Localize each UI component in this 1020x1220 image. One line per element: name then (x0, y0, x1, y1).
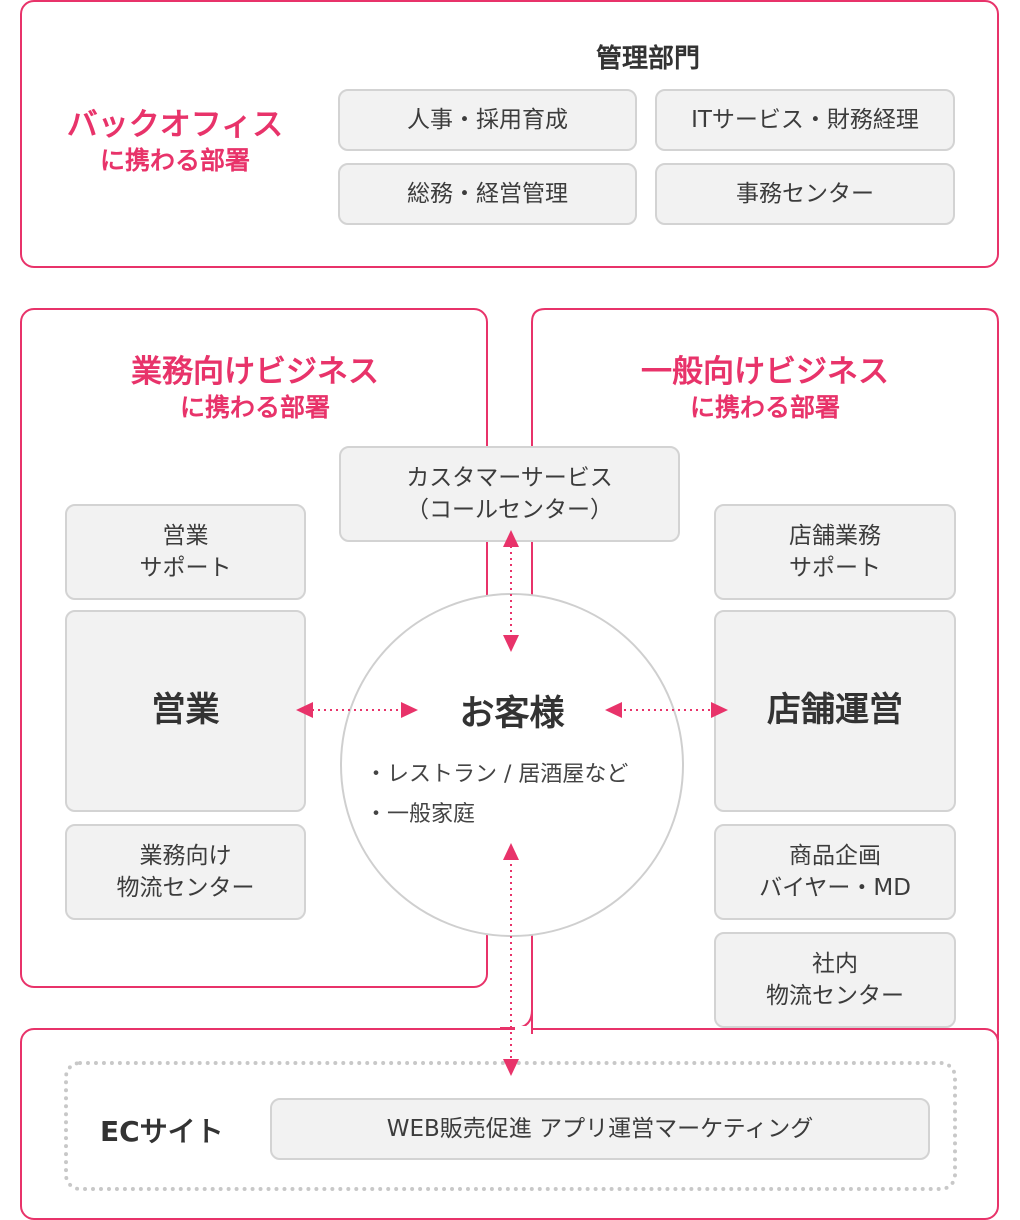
b2b-subtitle: に携わる部署 (179, 393, 330, 423)
frame-joint (515, 1026, 531, 1030)
dept-hr-box: 人事・採用育成 (338, 89, 637, 151)
internal-logistics-box: 社内 物流センター (714, 932, 956, 1028)
sales-support-box: 営業 サポート (65, 504, 306, 600)
product-planning-box: 商品企画 バイヤー・MD (714, 824, 956, 920)
consumer-title: 一般向けビジネス (641, 354, 889, 390)
customer-service-box: カスタマーサービス （コールセンター） (339, 446, 680, 542)
store-support-box: 店舗業務 サポート (714, 504, 956, 600)
dept-general-affairs-box: 総務・経営管理 (338, 163, 637, 225)
dept-it-finance-box: ITサービス・財務経理 (655, 89, 955, 151)
back-office-title: バックオフィス (66, 107, 284, 143)
b2b-title: 業務向けビジネス (131, 354, 379, 390)
back-office-subtitle: に携わる部署 (99, 146, 250, 176)
ec-label: ECサイト (100, 1115, 224, 1148)
consumer-heading: 一般向けビジネス に携わる部署 (610, 352, 920, 425)
b2b-heading: 業務向けビジネス に携わる部署 (100, 352, 410, 425)
consumer-subtitle: に携わる部署 (689, 393, 840, 423)
customer-title: お客様 (459, 694, 565, 734)
sales-box: 営業 (65, 610, 306, 812)
store-operation-box: 店舗運営 (714, 610, 956, 812)
dept-office-center-box: 事務センター (655, 163, 955, 225)
management-section-label: 管理部門 (595, 44, 700, 74)
customer-item-restaurant: ・レストラン / 居酒屋など (365, 762, 629, 787)
customer-item-household: ・一般家庭 (365, 802, 476, 827)
back-office-heading: バックオフィス に携わる部署 (50, 105, 300, 178)
b2b-logistics-box: 業務向け 物流センター (65, 824, 306, 920)
ec-content-box: WEB販売促進 アプリ運営マーケティング (270, 1098, 930, 1160)
